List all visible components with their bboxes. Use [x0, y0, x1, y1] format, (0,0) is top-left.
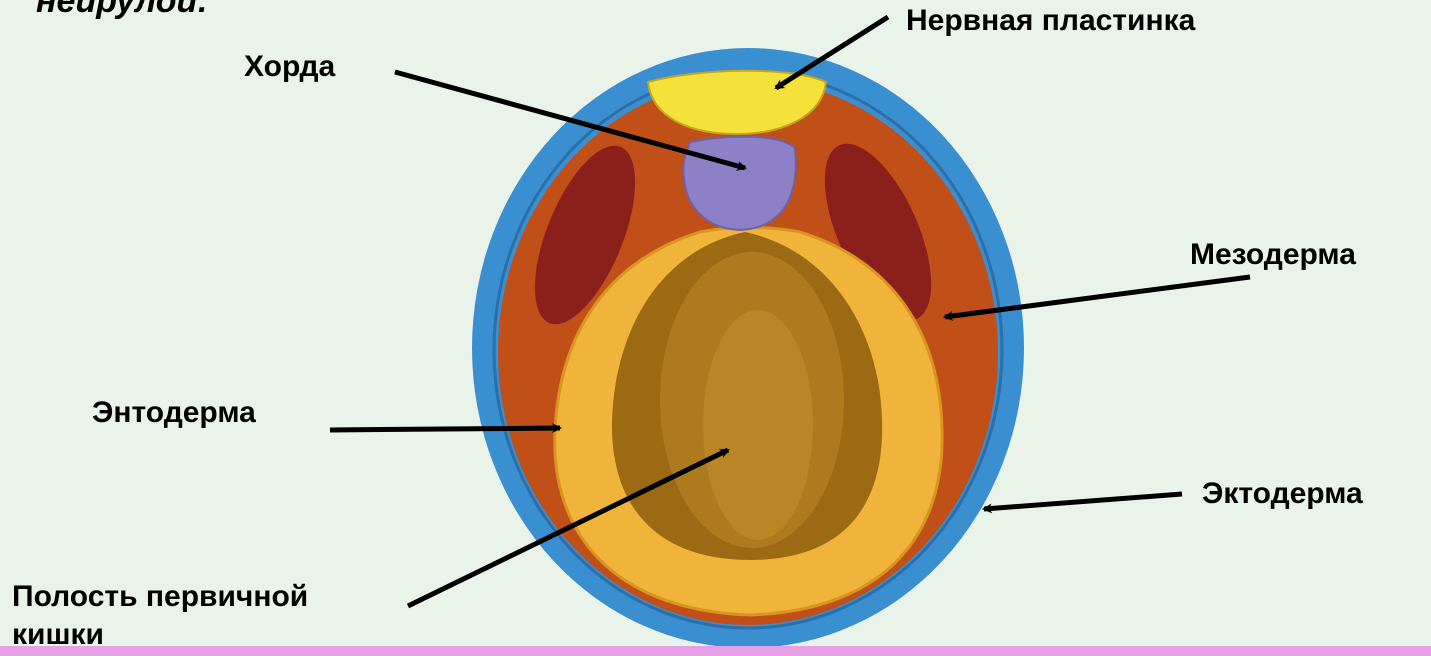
label-ectoderm: Эктодерма	[1202, 477, 1363, 512]
label-neural-plate: Нервная пластинка	[906, 4, 1195, 39]
label-gut-cavity-line1: Полость первичной	[12, 580, 308, 615]
arrow-ectoderm	[984, 494, 1182, 509]
label-mesoderm: Мезодерма	[1190, 238, 1356, 273]
label-endoderm: Энтодерма	[92, 396, 256, 431]
arrow-endoderm	[330, 428, 560, 430]
gut-cavity-center	[703, 310, 813, 540]
bottom-accent-bar	[0, 646, 1431, 656]
label-notochord: Хорда	[244, 50, 335, 85]
